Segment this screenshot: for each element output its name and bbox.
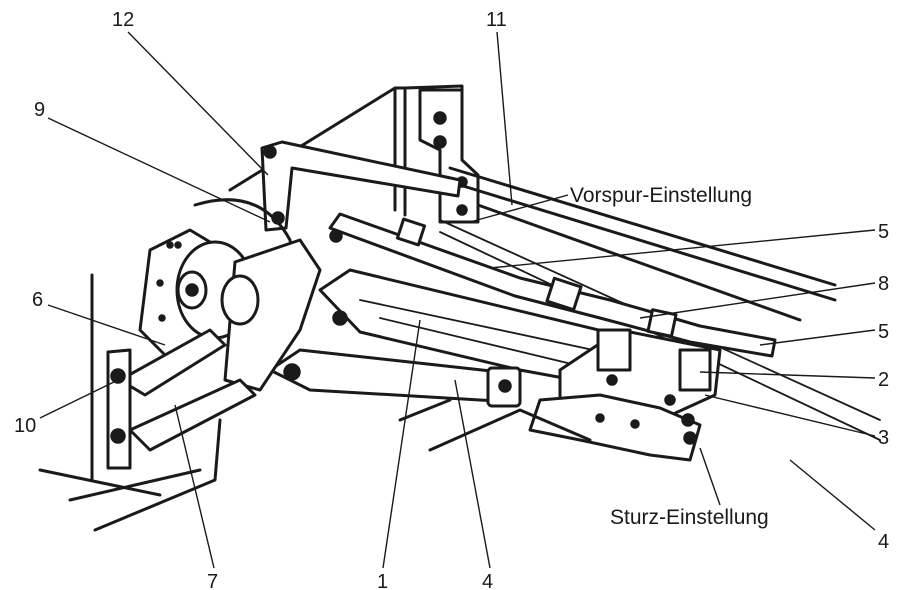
toe-adjustment-label: Vorspur-Einstellung [570, 184, 752, 207]
label-4-right: 4 [878, 531, 889, 553]
label-2: 2 [878, 369, 889, 391]
body-bracket [228, 84, 480, 224]
upper-control-arm [260, 140, 462, 232]
crossmember [528, 328, 722, 462]
label-1: 1 [377, 571, 388, 590]
label-6: 6 [32, 289, 43, 311]
label-11: 11 [486, 9, 507, 31]
label-9: 9 [34, 99, 45, 121]
label-3: 3 [878, 427, 889, 449]
radius-arm [106, 328, 257, 470]
track-rod [328, 212, 777, 358]
label-5-top: 5 [878, 221, 889, 243]
leader-lines [39, 31, 876, 569]
lower-control-arm [268, 348, 522, 408]
camber-adjustment-label: Sturz-Einstellung [610, 506, 769, 529]
label-10: 10 [14, 415, 36, 437]
frame-lines [38, 273, 592, 532]
wheel-hub [138, 198, 322, 392]
label-8: 8 [878, 273, 889, 295]
label-4-bottom: 4 [482, 571, 493, 590]
label-7: 7 [207, 571, 218, 590]
label-5-mid: 5 [878, 321, 889, 343]
label-12: 12 [112, 9, 134, 31]
